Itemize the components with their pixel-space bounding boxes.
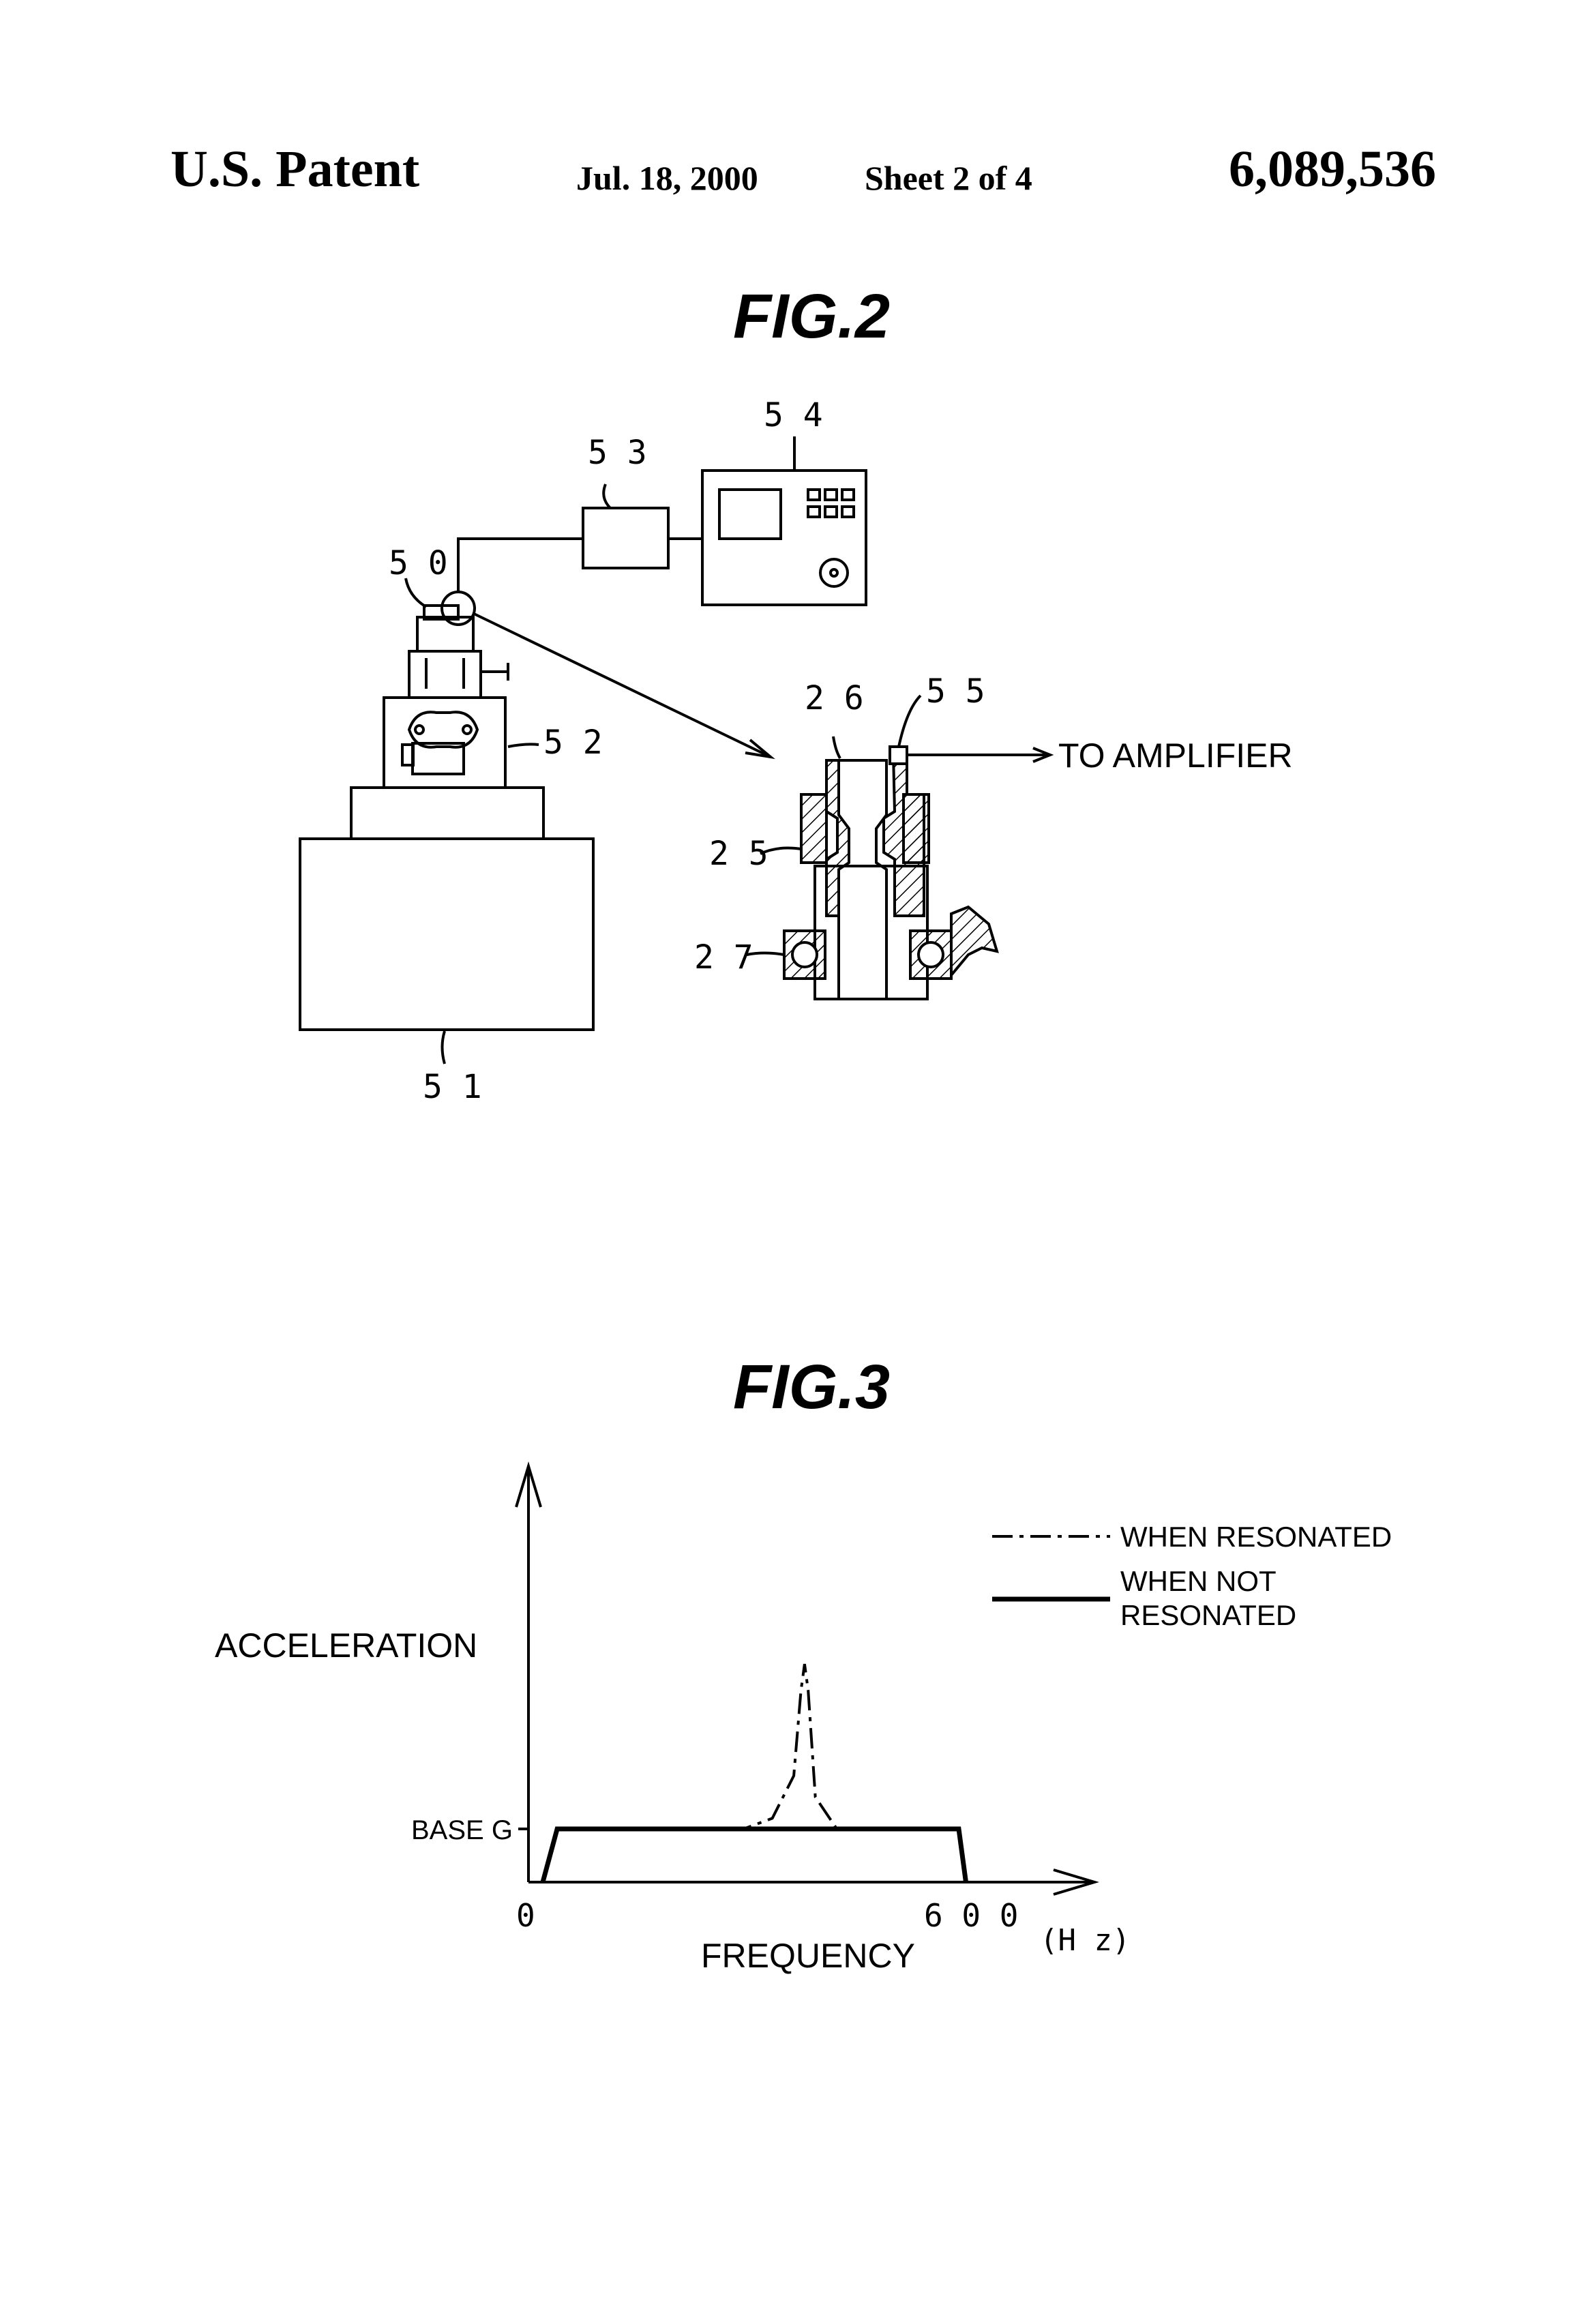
fig2-title: FIG.2 bbox=[733, 282, 890, 351]
base-g-label: BASE G bbox=[411, 1815, 513, 1845]
x-unit: (H z) bbox=[1040, 1923, 1130, 1958]
x-tick-600: 6 0 0 bbox=[924, 1897, 1018, 1934]
unit-50-body bbox=[409, 651, 481, 698]
spindle-section bbox=[784, 747, 997, 999]
ref-25: 2 5 bbox=[709, 835, 768, 873]
base-plate bbox=[351, 788, 543, 839]
series-when-not-resonated bbox=[543, 1829, 966, 1882]
ref-26: 2 6 bbox=[805, 679, 864, 717]
fig2-drawing bbox=[300, 436, 1050, 1064]
y-axis-label: ACCELERATION bbox=[215, 1626, 477, 1665]
series-when-resonated bbox=[543, 1664, 966, 1882]
ref-52: 5 2 bbox=[543, 724, 603, 762]
x-axis-label: FREQUENCY bbox=[701, 1937, 915, 1975]
ref-55: 5 5 bbox=[926, 672, 985, 711]
ref-53: 5 3 bbox=[588, 434, 647, 472]
amplifier-label: TO AMPLIFIER bbox=[1058, 736, 1293, 775]
x-tick-0: 0 bbox=[516, 1897, 535, 1934]
fig3-chart: ACCELERATION BASE G 0 6 0 0 (H z) FREQUE… bbox=[215, 1466, 1392, 1975]
legend-not-resonated-1: WHEN NOT bbox=[1120, 1565, 1277, 1597]
legend-resonated: WHEN RESONATED bbox=[1120, 1521, 1392, 1553]
base-block-51 bbox=[300, 839, 593, 1030]
ref-51: 5 1 bbox=[423, 1068, 482, 1106]
ref-27: 2 7 bbox=[694, 938, 753, 977]
ref-50: 5 0 bbox=[389, 544, 448, 582]
fig3-title: FIG.3 bbox=[733, 1352, 890, 1422]
ref-54: 5 4 bbox=[764, 396, 823, 434]
legend-not-resonated-2: RESONATED bbox=[1120, 1599, 1296, 1631]
box-53 bbox=[583, 508, 668, 568]
